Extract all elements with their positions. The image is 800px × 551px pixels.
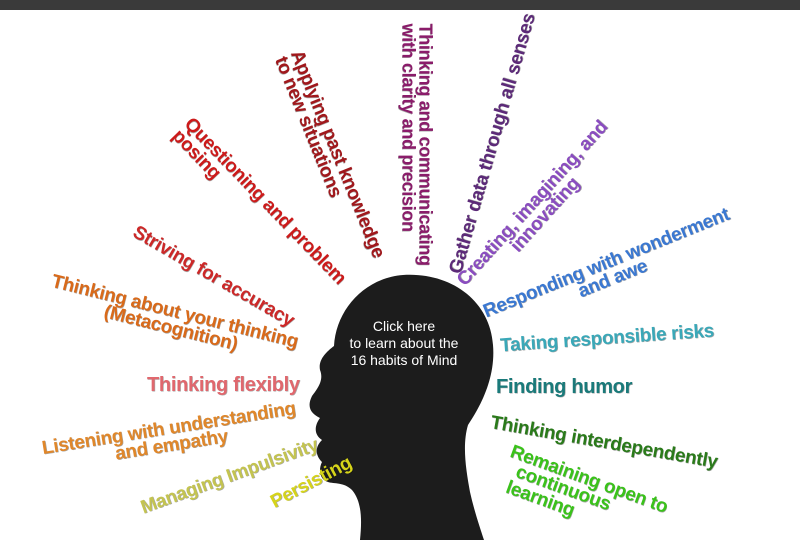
top-bar xyxy=(0,0,800,10)
habit-label-line-2: with clarity and precision xyxy=(399,23,420,232)
head-text-line-2: to learn about the xyxy=(349,335,459,351)
learn-more-link[interactable]: Click here to learn about the 16 habits … xyxy=(330,318,478,369)
habit-thinking-flexibly[interactable]: Thinking flexibly xyxy=(147,374,300,396)
habit-communicating[interactable]: Thinking and communicating with clarity … xyxy=(399,23,436,266)
head-text-line-1: Click here xyxy=(372,318,436,334)
habit-humor[interactable]: Finding humor xyxy=(496,376,633,398)
habit-label-line-1: Thinking and communicating xyxy=(415,23,436,266)
habit-label: Finding humor xyxy=(496,376,633,398)
head-text-line-3: 16 habits of Mind xyxy=(350,352,458,368)
habit-label: Thinking flexibly xyxy=(147,374,300,396)
head-shape[interactable] xyxy=(309,274,494,540)
